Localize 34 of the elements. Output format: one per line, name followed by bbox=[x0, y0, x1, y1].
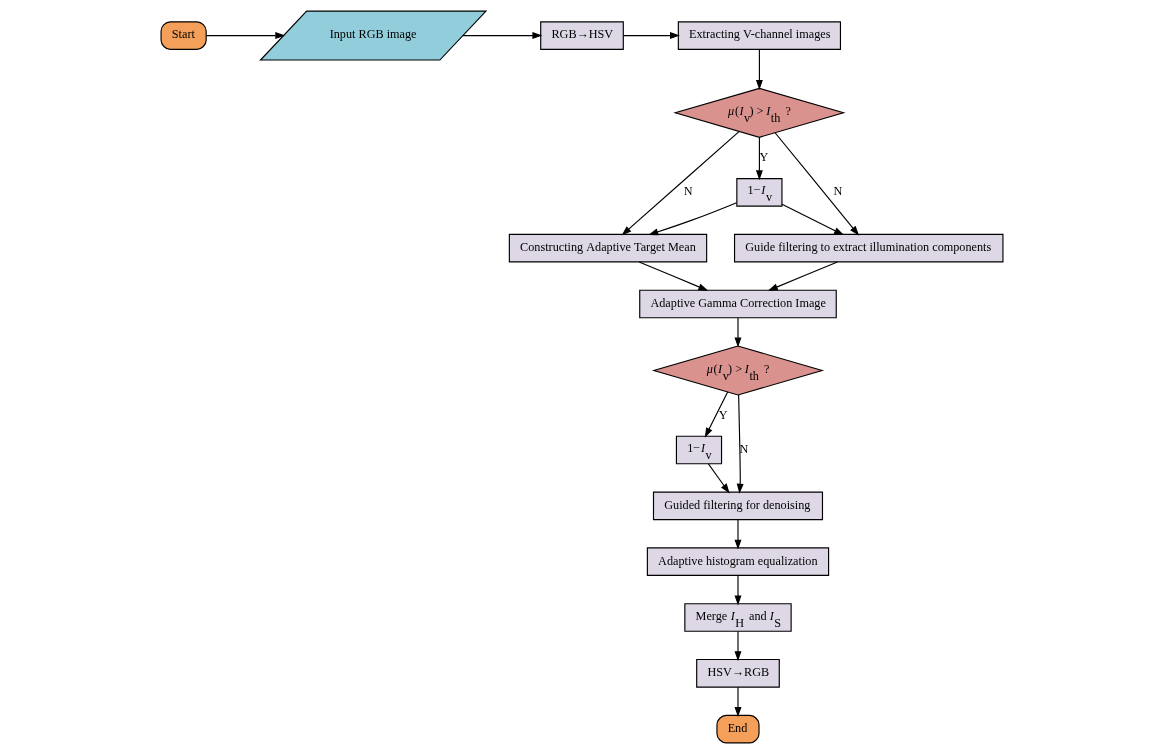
arrow bbox=[734, 317, 742, 348]
node-box: Adaptive histogram equalization bbox=[646, 547, 830, 576]
arrow bbox=[707, 463, 730, 494]
node-box: Start bbox=[160, 21, 207, 50]
edge-label: Y bbox=[759, 149, 769, 164]
edge-label: N bbox=[833, 184, 843, 199]
node-box: Guided filtering for denoising bbox=[652, 491, 824, 521]
node-box: RGB→HSV bbox=[540, 21, 624, 50]
arrow bbox=[774, 132, 860, 236]
arrow bbox=[781, 203, 844, 236]
arrow bbox=[767, 261, 838, 291]
arrow bbox=[462, 32, 543, 40]
edge-label: N bbox=[739, 441, 749, 456]
arrow bbox=[734, 686, 742, 718]
edge-label: N bbox=[683, 184, 693, 199]
arrow bbox=[623, 32, 680, 40]
arrow bbox=[755, 48, 763, 91]
edge-label: Y bbox=[718, 407, 728, 422]
node-box: Constructing Adaptive Target Mean bbox=[508, 233, 708, 263]
node-box: HSV→RGB bbox=[696, 658, 780, 688]
node-box: Extracting V-channel images bbox=[677, 21, 842, 50]
arrow bbox=[648, 202, 738, 236]
arrow bbox=[734, 519, 742, 550]
arrow bbox=[734, 575, 742, 606]
arrow bbox=[734, 630, 742, 662]
node-box: Guide filtering to extract illumination components bbox=[733, 233, 1004, 263]
node-box: End bbox=[716, 714, 760, 744]
arrow bbox=[704, 391, 729, 438]
arrow bbox=[736, 394, 744, 494]
arrow bbox=[205, 32, 286, 40]
arrow bbox=[638, 261, 709, 291]
arrow bbox=[755, 136, 763, 181]
arrow bbox=[621, 131, 740, 236]
node-box: Adaptive Gamma Correction Image bbox=[639, 289, 837, 319]
